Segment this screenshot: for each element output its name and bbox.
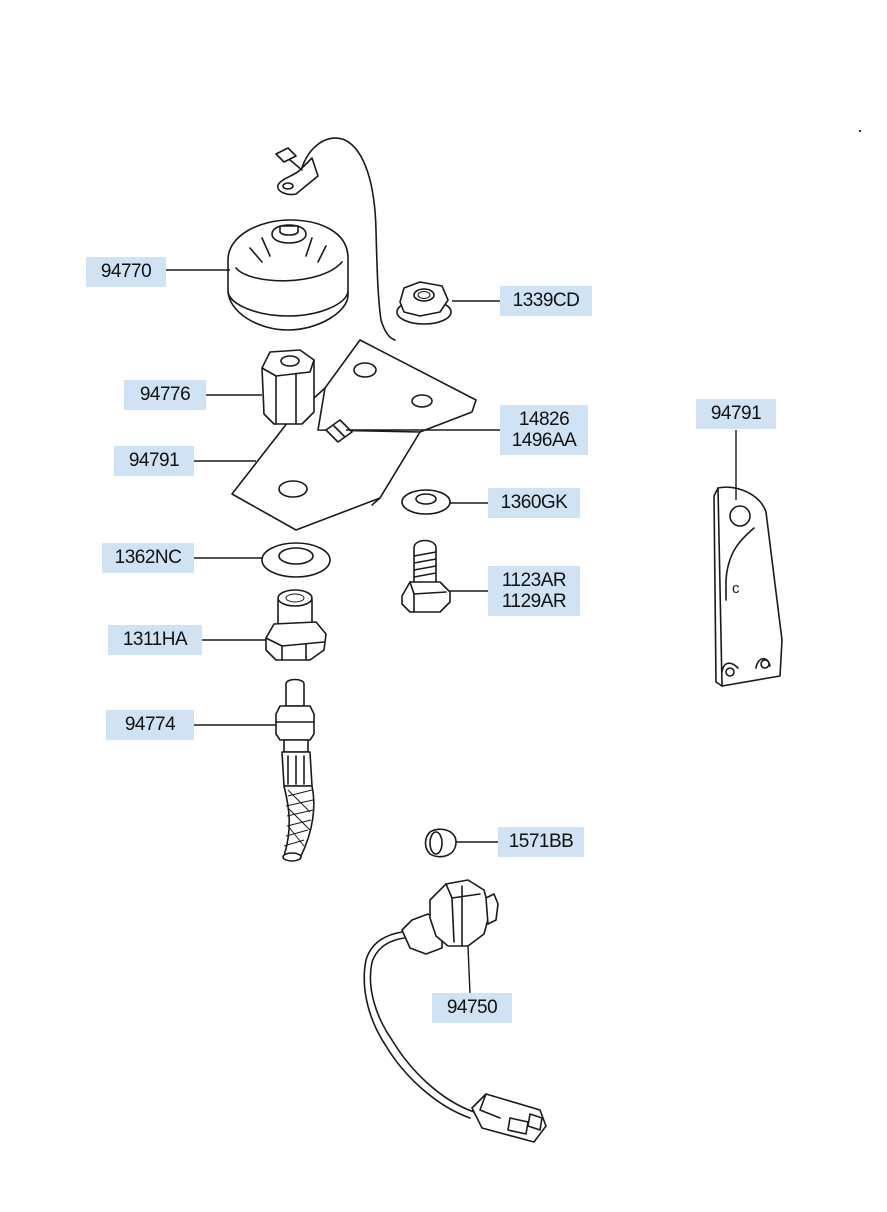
flange-nut-part	[396, 281, 452, 325]
callout-94774[interactable]: 94774	[106, 710, 194, 740]
callout-text: 94776	[139, 384, 191, 405]
hose-part	[275, 678, 315, 862]
callout-94776[interactable]: 94776	[124, 380, 206, 410]
callout-94791[interactable]: 94791	[114, 446, 194, 476]
callout-1571BB[interactable]: 1571BB	[498, 827, 584, 857]
callout-text: 94774	[124, 714, 176, 735]
washer-left-part	[261, 542, 331, 578]
leader-lines	[166, 269, 737, 995]
callout-94770[interactable]: 94770	[86, 257, 166, 287]
bracket-detail-part: c	[713, 486, 783, 687]
callout-94791-detail[interactable]: 94791	[696, 399, 776, 429]
callout-text: 94770	[100, 261, 152, 282]
bolt-part	[401, 539, 451, 613]
stray-dot	[858, 129, 862, 133]
callout-text: 1339CD	[512, 290, 580, 311]
clip-part	[325, 419, 353, 443]
callout-1362NC[interactable]: 1362NC	[102, 543, 194, 573]
callout-text: 94791	[710, 403, 762, 424]
callout-text: 1360GK	[500, 492, 568, 513]
callout-text-2: 1496AA	[511, 430, 577, 451]
callout-94750[interactable]: 94750	[432, 993, 512, 1023]
callout-text: 1311HA	[122, 629, 188, 650]
callout-text-1: 1123AR	[501, 570, 567, 591]
callout-14826-1496AA[interactable]: 14826 1496AA	[500, 405, 588, 455]
callout-text-2: 1129AR	[501, 591, 567, 612]
washer-right-part	[401, 489, 451, 515]
callout-text: 1571BB	[508, 831, 574, 852]
callout-1360GK[interactable]: 1360GK	[488, 488, 580, 518]
hex-spacer-part	[261, 349, 315, 425]
detail-letter: c	[732, 580, 740, 597]
callout-1311HA[interactable]: 1311HA	[108, 625, 202, 655]
callout-text: 94750	[446, 997, 498, 1018]
sensor-cap-part	[227, 137, 396, 341]
callout-text: 1362NC	[114, 547, 182, 568]
plug-part	[424, 828, 457, 858]
callout-text-1: 14826	[518, 409, 570, 430]
union-bolt-part	[265, 589, 327, 661]
callout-text: 94791	[128, 450, 180, 471]
switch-harness-part	[363, 879, 547, 1143]
callout-1123AR-1129AR[interactable]: 1123AR 1129AR	[488, 566, 580, 616]
callout-1339CD[interactable]: 1339CD	[500, 286, 592, 316]
